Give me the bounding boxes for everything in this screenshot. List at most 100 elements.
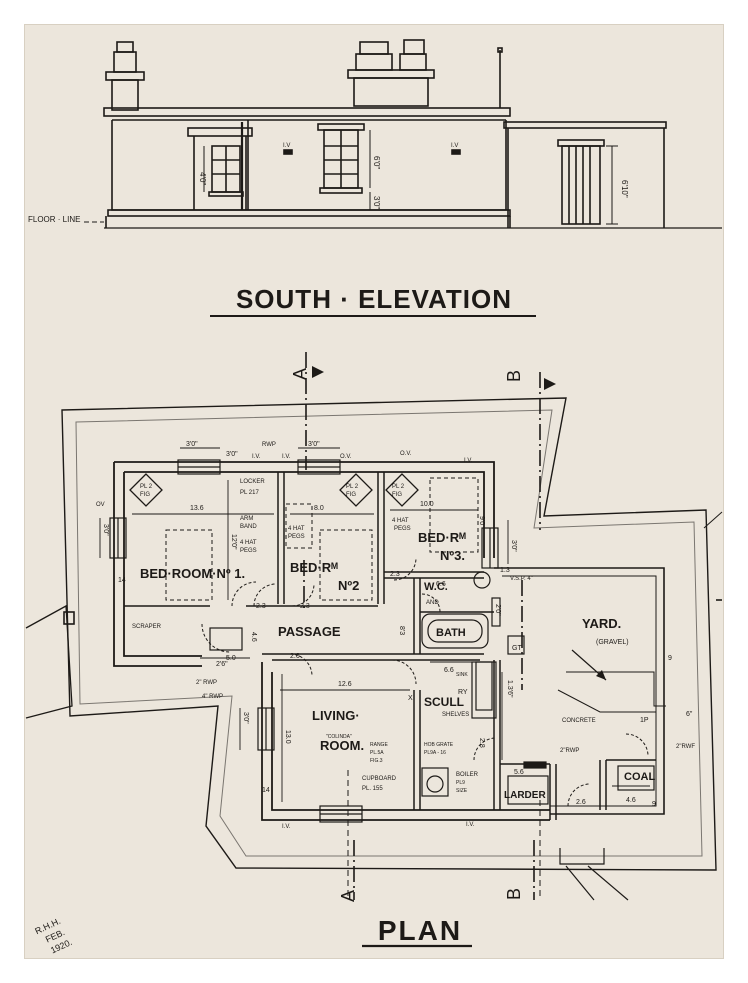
plan-dim-d10: 14 bbox=[118, 577, 126, 584]
plan-dim-larder_w: 5.6 bbox=[514, 769, 524, 776]
room-yard: YARD. bbox=[582, 616, 621, 631]
plan-note-iv4: I.V. bbox=[282, 824, 291, 830]
plan-dim-d2: 2.3 bbox=[300, 603, 310, 610]
plan-note-pl155: PL. 155 bbox=[362, 786, 383, 792]
room-scullery: SCULL bbox=[424, 695, 464, 709]
plan-note-fig3: FIG.3 bbox=[370, 758, 383, 764]
plan-title: PLAN bbox=[378, 915, 462, 946]
plan-dim-d13: 1.3 bbox=[500, 567, 510, 574]
plan-note-locker: LOCKER bbox=[240, 479, 265, 485]
paper-background bbox=[24, 24, 724, 959]
plan-note-fig_c: FIG bbox=[392, 492, 402, 498]
plan-note-pl9: PL9 bbox=[456, 780, 465, 786]
plan-dim-d8: 2.8 bbox=[478, 738, 485, 748]
room-living: ROOM. bbox=[320, 738, 364, 753]
plan-dim-d9: 2.6 bbox=[576, 799, 586, 806]
south-elevation bbox=[84, 39, 722, 317]
room-coal: COAL bbox=[624, 771, 655, 783]
plan-dim-win_living: 3'0" bbox=[242, 712, 249, 724]
signature: R.H.H. FEB. 1920. bbox=[33, 916, 73, 956]
section-marker: B bbox=[504, 370, 524, 382]
plan-note-vsp: V.S.P. 4" bbox=[510, 576, 533, 582]
plan-dim-d4: 2.6 bbox=[290, 653, 300, 660]
plan-dim-bed2_w: 8.0 bbox=[314, 505, 324, 512]
room-bed-3: Nº3. bbox=[440, 548, 465, 563]
bath-tub bbox=[421, 613, 489, 649]
plan-note-arm: ARM bbox=[240, 516, 253, 522]
room-bed-2: BED·Rᴹ bbox=[290, 560, 338, 575]
plan-note-pl2b: PL 2 bbox=[346, 484, 359, 490]
drains bbox=[347, 770, 541, 900]
fireplaces bbox=[129, 473, 419, 507]
main-window bbox=[317, 123, 365, 194]
plan-dim-living_d: 13.0 bbox=[284, 730, 291, 744]
plan-note-range: RANGE bbox=[370, 742, 388, 748]
plan-note-pl2a: PL 2 bbox=[140, 484, 153, 490]
plan-note-pl2c: PL 2 bbox=[392, 484, 405, 490]
elevation-labels: SOUTH · ELEVATION FLOOR · LINE 4'0" 6'0"… bbox=[28, 143, 629, 314]
plan-dim-d12: 2'0" bbox=[494, 604, 501, 616]
room-bath: BATH bbox=[436, 627, 466, 639]
plan-dim-d17: 3'0" bbox=[226, 451, 238, 458]
plan-dim-d3: 2.3 bbox=[390, 571, 400, 578]
sink bbox=[475, 661, 493, 711]
plan-note-rwf: 2"RWF bbox=[676, 744, 695, 750]
elevation-vent-label: I.V bbox=[283, 143, 290, 149]
outer-walls bbox=[113, 461, 665, 821]
elevation-dim-window-small: 4'0" bbox=[198, 172, 207, 185]
fixtures bbox=[209, 571, 666, 805]
plan-note-iv2: I.V. bbox=[282, 454, 291, 460]
plan-dim-sink_w: 6.6 bbox=[444, 667, 454, 674]
plan-note-hob: HOB GRATE bbox=[424, 742, 454, 748]
plan-note-ov3: OV bbox=[96, 502, 105, 508]
plan-note-and: AND bbox=[426, 600, 439, 606]
porch-window bbox=[208, 145, 244, 197]
plan-note-hat2: 4 HAT bbox=[240, 540, 257, 546]
dimension-lines bbox=[99, 447, 650, 802]
ground-plan bbox=[25, 352, 723, 948]
room-bed-3: BED·Rᴹ bbox=[418, 530, 466, 545]
elevation-dim-door: 6'10" bbox=[620, 180, 629, 198]
plan-note-shelves: SHELVES bbox=[442, 712, 469, 718]
chimney-right bbox=[347, 39, 435, 107]
plan-dim-d14: 9 bbox=[652, 801, 656, 808]
plan-note-concrete: CONCRETE bbox=[562, 718, 596, 724]
plan-dim-d16: 1P bbox=[640, 717, 649, 724]
plan-note-fig_b: FIG bbox=[346, 492, 356, 498]
plan-dim-yard_w: 6" bbox=[686, 711, 693, 718]
plan-note-ry: RY bbox=[458, 689, 468, 696]
plan-note-pl217: PL 217 bbox=[240, 490, 259, 496]
chimney-left bbox=[105, 41, 145, 111]
plan-note-pegs3: PEGS bbox=[394, 526, 411, 532]
bed-outlines bbox=[165, 477, 479, 601]
section-marker: A bbox=[338, 890, 358, 902]
room-wc: W.C. bbox=[424, 581, 448, 593]
plan-dim-yard_d: 9 bbox=[668, 655, 672, 662]
cornice bbox=[103, 107, 511, 117]
room-passage: PASSAGE bbox=[278, 624, 341, 639]
door-swings bbox=[201, 557, 649, 807]
plan-dim-win_right: 3'0" bbox=[510, 540, 517, 552]
entrance-steps bbox=[559, 848, 629, 901]
plan-dim-bed3_w: 10.0 bbox=[420, 501, 434, 508]
section-marker: B bbox=[504, 888, 524, 900]
plan-note-hat1: 4 HAT bbox=[288, 526, 305, 532]
plan-note-rwp4: 2"RWP bbox=[560, 748, 579, 754]
plan-note-gt: GT bbox=[512, 645, 522, 652]
plan-dim-bed1_w: 13.6 bbox=[190, 505, 204, 512]
elevation-title: SOUTH · ELEVATION bbox=[236, 284, 512, 314]
plan-dim-win_left: 3'0" bbox=[102, 524, 109, 536]
plan-note-pl5a: PL.5A bbox=[370, 750, 384, 756]
plan-dim-wc_w: 6.6 bbox=[436, 581, 446, 588]
plan-note-scraper: SCRAPER bbox=[132, 624, 162, 630]
plan-note-ov2: O.V. bbox=[400, 451, 412, 457]
porch-roof bbox=[187, 127, 253, 137]
plan-note-iv5: I.V. bbox=[466, 822, 475, 828]
plan-dim-bed1_d: 12'0" bbox=[230, 534, 237, 550]
plan-note-cupboard: CUPBOARD bbox=[362, 776, 397, 782]
room-larder: LARDER bbox=[504, 790, 546, 801]
plan-note-ov1: O.V. bbox=[340, 454, 352, 460]
plan-dim-d1: 2.3 bbox=[256, 603, 266, 610]
